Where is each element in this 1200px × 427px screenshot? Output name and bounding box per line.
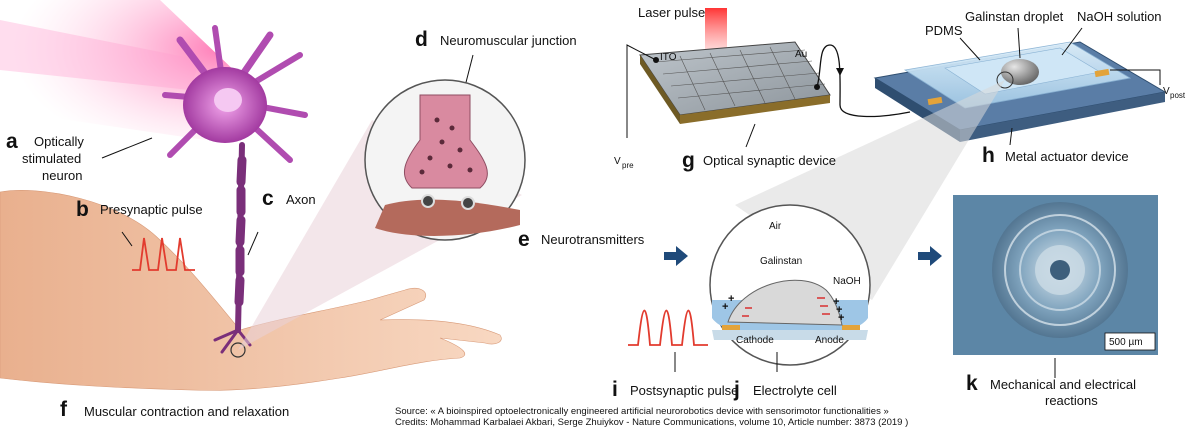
label-naoh-solution: NaOH solution (1077, 9, 1162, 24)
panel-letter-f: f (60, 398, 68, 421)
pulse-b-leader (121, 231, 133, 247)
postsynaptic-pulse-wave (628, 309, 708, 346)
svg-text:+: + (722, 301, 728, 313)
label-k-line2: reactions (1045, 393, 1098, 408)
neuron-shape (162, 25, 308, 163)
label-d: Neuromuscular junction (440, 33, 577, 48)
label-k-line1: Mechanical and electrical (990, 377, 1136, 392)
label-c: Axon (286, 192, 316, 207)
panel-letter-b: b (76, 198, 89, 221)
biological-side (0, 0, 526, 391)
leader-a (101, 137, 153, 159)
label-a-line3: neuron (42, 168, 82, 183)
leader-naoh (1061, 27, 1083, 56)
leader-droplet (1017, 27, 1021, 59)
droplet-zoom-marker (996, 71, 1014, 89)
human-arm (0, 190, 502, 391)
label-j: Electrolyte cell (753, 383, 837, 398)
wire-arrow (836, 68, 844, 76)
svg-text:+: + (836, 304, 842, 316)
label-naoh: NaOH (833, 276, 861, 287)
credits-line: Credits: Mohammad Karbalaei Akbari, Serg… (395, 417, 908, 427)
panel-letter-e: e (518, 228, 530, 251)
label-cathode: Cathode (736, 335, 774, 346)
label-pdms: PDMS (925, 23, 963, 38)
label-b: Presynaptic pulse (100, 202, 203, 217)
source-line: Source: « A bioinspired optoelectronical… (395, 406, 889, 417)
vpost-wire (1110, 69, 1161, 85)
panel-letter-h: h (982, 144, 995, 167)
leader-c (247, 231, 259, 256)
label-galinstan-droplet: Galinstan droplet (965, 9, 1064, 24)
presynaptic-pulse-wave (132, 237, 195, 271)
svg-text:+: + (838, 312, 844, 324)
label-air: Air (769, 221, 782, 232)
micrograph-image (953, 195, 1158, 355)
panel-letter-c: c (262, 187, 274, 210)
svg-text:+: + (833, 296, 839, 308)
label-vpost-sub: post (1170, 91, 1186, 100)
panel-letter-i: i (612, 378, 618, 401)
label-vpre-v: V (614, 156, 621, 167)
label-vpre-sub: pre (622, 161, 634, 170)
laser-beam (705, 8, 727, 60)
label-vpost-v: V (1163, 86, 1170, 97)
label-h: Metal actuator device (1005, 149, 1129, 164)
label-g: Optical synaptic device (703, 153, 836, 168)
galinstan-droplet (1001, 59, 1039, 85)
flow-arrow-1 (664, 246, 688, 266)
leader-pdms (959, 37, 981, 61)
label-ito: ITO (660, 52, 677, 63)
scale-bar-box (1104, 332, 1156, 351)
label-anode: Anode (815, 335, 844, 346)
charge-signs: ++ +++ (722, 293, 844, 324)
svg-text:+: + (728, 293, 734, 305)
axon-shape (213, 142, 252, 354)
panel-letter-k: k (966, 372, 978, 395)
optical-synaptic-device (626, 8, 911, 148)
panel-letter-g: g (682, 149, 695, 172)
laser-beam-streak (0, 20, 200, 90)
panel-letter-j: j (733, 378, 740, 401)
vpre-wire (626, 44, 657, 138)
label-e: Neurotransmitters (541, 232, 645, 247)
label-galinstan: Galinstan (760, 256, 802, 267)
label-i: Postsynaptic pulse (630, 383, 738, 398)
junction-marker-circle (230, 342, 246, 358)
panel-letter-d: d (415, 28, 428, 51)
neuromuscular-junction-illustration (364, 79, 526, 241)
flow-arrow-2 (918, 246, 942, 266)
device-grid (654, 46, 826, 111)
leader-g (745, 123, 756, 148)
label-laser-pulse: Laser pulse (638, 5, 705, 20)
electrolyte-cell-illustration: ++ +++ (709, 204, 871, 366)
label-a-line1: Optically (34, 134, 84, 149)
label-au: Au (795, 49, 807, 60)
leader-h (1009, 127, 1013, 146)
label-f: Muscular contraction and relaxation (84, 404, 289, 419)
label-scale-bar: 500 µm (1109, 337, 1143, 348)
label-a-line2: stimulated (22, 151, 81, 166)
panel-letter-a: a (6, 130, 18, 153)
